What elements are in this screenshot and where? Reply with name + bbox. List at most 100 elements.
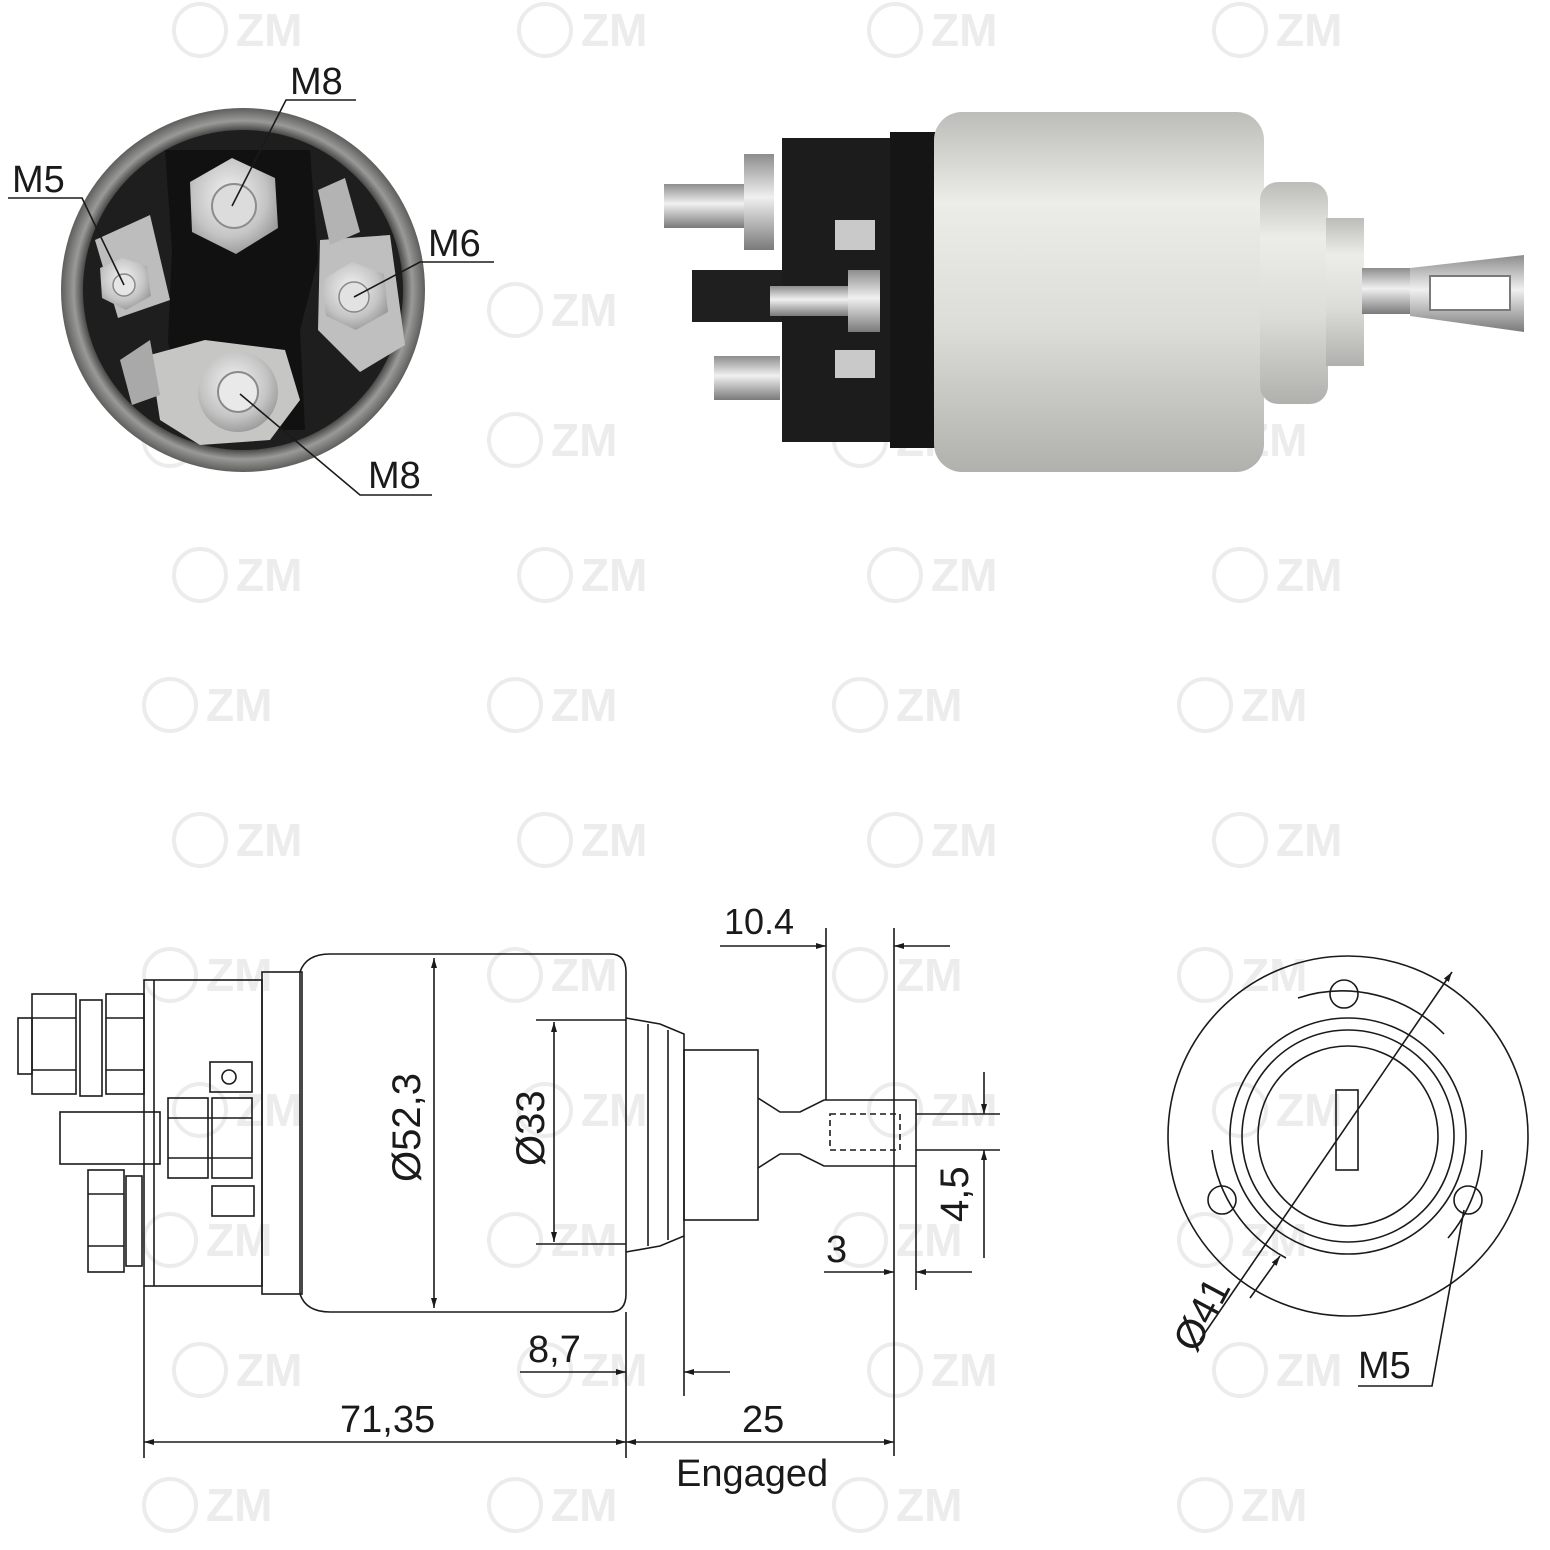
watermark-logo: ZM	[517, 812, 647, 868]
label-m8-top: M8	[290, 61, 343, 103]
watermark-text: ZM	[1276, 814, 1342, 866]
plunger-shaft	[1362, 268, 1414, 314]
watermark-text: ZM	[1241, 1479, 1307, 1531]
dim-25: 25	[742, 1399, 784, 1441]
watermark-logo: ZM	[142, 947, 272, 1003]
watermark-text: ZM	[551, 1479, 617, 1531]
zm-logo-icon	[142, 1477, 198, 1533]
zm-logo-icon	[487, 282, 543, 338]
watermark-logo: ZM	[1177, 677, 1307, 733]
watermark-logo: ZM	[142, 677, 272, 733]
watermark-text: ZM	[551, 284, 617, 336]
top-stud	[664, 184, 750, 228]
zm-logo-icon	[487, 1212, 543, 1268]
zm-logo-icon	[1212, 812, 1268, 868]
dim-10-4: 10.4	[724, 901, 794, 942]
m8-top-stud	[211, 183, 257, 229]
spade-terminal-top	[318, 178, 360, 245]
watermark-text: ZM	[581, 1344, 647, 1396]
watermark-logo: ZM	[832, 1212, 962, 1268]
watermark-logo: ZM	[487, 1477, 617, 1533]
zm-logo-icon	[1212, 547, 1268, 603]
zm-logo-icon	[517, 1082, 573, 1138]
watermark-logo: ZM	[867, 2, 997, 58]
zm-logo-icon	[832, 677, 888, 733]
middle-stud	[770, 286, 856, 316]
end-label-m5: M5	[1358, 1345, 1411, 1387]
watermark-text: ZM	[551, 414, 617, 466]
zm-logo-icon	[142, 677, 198, 733]
spade-terminal-upper	[835, 220, 875, 250]
watermark-text: ZM	[931, 814, 997, 866]
label-m8-bottom: M8	[368, 455, 421, 497]
watermark-logo: ZM	[1212, 812, 1342, 868]
zm-logo-icon	[1212, 1342, 1268, 1398]
end-view-photo: M8 M5 M6 M8	[8, 61, 494, 497]
watermark-logo: ZM	[172, 547, 302, 603]
zm-logo-icon	[1212, 1082, 1268, 1138]
end-view-leaders	[8, 99, 494, 496]
watermark-text: ZM	[581, 814, 647, 866]
zm-logo-icon	[867, 1342, 923, 1398]
dim-41-line	[1199, 971, 1453, 1341]
watermark-logo: ZM	[487, 282, 617, 338]
watermark-text: ZM	[931, 4, 997, 56]
bolt-circle-arc-left	[1211, 1149, 1287, 1259]
middle-stud-nut	[848, 270, 880, 332]
watermark-logo: ZM	[142, 1212, 272, 1268]
drawing-terminal-nuts	[17, 993, 255, 1273]
zm-logo-icon	[487, 947, 543, 1003]
zm-logo-icon	[832, 1477, 888, 1533]
watermark-text: ZM	[1276, 4, 1342, 56]
watermark-logo: ZM	[172, 1342, 302, 1398]
watermark-text: ZM	[931, 1084, 997, 1136]
watermark-logo: ZM	[487, 677, 617, 733]
watermark-text: ZM	[236, 1344, 302, 1396]
watermark-logo: ZM	[1212, 1342, 1342, 1398]
watermark-text: ZM	[931, 1344, 997, 1396]
watermark-logo: ZM	[517, 1342, 647, 1398]
watermark-text: ZM	[581, 549, 647, 601]
drawing-main-body	[299, 953, 627, 1313]
watermark-text: ZM	[1241, 1214, 1307, 1266]
watermark-logo: ZM	[1177, 1477, 1307, 1533]
end-ring-outer	[1229, 1017, 1467, 1255]
zm-logo-icon	[487, 1477, 543, 1533]
end-drawing	[1167, 955, 1529, 1387]
mount-hole-left	[1207, 1185, 1237, 1215]
zm-logo-icon	[172, 1082, 228, 1138]
zm-logo-icon	[867, 812, 923, 868]
zm-logo-icon	[832, 1212, 888, 1268]
watermark-logo: ZM	[867, 547, 997, 603]
mount-hole-right	[1453, 1185, 1483, 1215]
watermark-text: ZM	[896, 1479, 962, 1531]
zm-logo-icon	[1177, 947, 1233, 1003]
watermark-text: ZM	[236, 549, 302, 601]
dim-diameter-33: Ø33	[509, 1090, 553, 1166]
zm-logo-icon	[1212, 2, 1268, 58]
watermark-text: ZM	[896, 1214, 962, 1266]
dim-diameter-52-3: Ø52,3	[385, 1073, 429, 1182]
front-shoulder	[1260, 182, 1328, 404]
plunger-eye-slot	[1429, 275, 1511, 311]
spade-terminal-lower	[835, 350, 875, 378]
zm-logo-icon	[867, 547, 923, 603]
m8-bottom-stud	[217, 371, 259, 413]
side-drawing-labels: 10.4 Ø52,3 Ø33 4,5 3 8,7 71,35 25 Engage…	[340, 901, 977, 1495]
zm-logo-icon	[172, 812, 228, 868]
watermark-text: ZM	[581, 1084, 647, 1136]
bolt-circle-arc-right	[1447, 1149, 1483, 1239]
watermark-logo: ZM	[867, 1082, 997, 1138]
watermark-text: ZM	[1241, 949, 1307, 1001]
zm-logo-icon	[487, 677, 543, 733]
dim-3: 3	[826, 1229, 847, 1271]
zm-logo-icon	[867, 1082, 923, 1138]
watermark-text: ZM	[206, 679, 272, 731]
watermark-logo: ZM	[1212, 2, 1342, 58]
engaged-label: Engaged	[676, 1453, 828, 1495]
zm-logo-icon	[1177, 1212, 1233, 1268]
watermark-text: ZM	[1276, 1344, 1342, 1396]
watermark-logo: ZM	[517, 1082, 647, 1138]
zm-logo-icon	[142, 1212, 198, 1268]
